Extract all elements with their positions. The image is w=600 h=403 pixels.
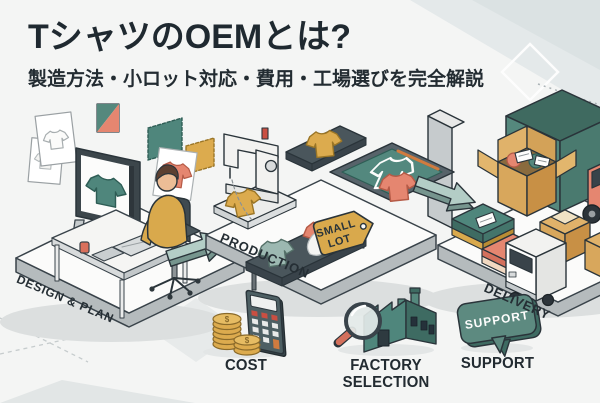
open-box-icon	[477, 125, 577, 217]
magnifier-icon	[333, 302, 382, 348]
page-subtitle: 製造方法・小ロット対応・費用・工場選びを完全解説	[28, 69, 485, 91]
feature-label-factory-selection: FACTORY SELECTION	[342, 357, 430, 392]
fabric-swatches-icon	[147, 117, 215, 202]
shadow	[0, 302, 224, 342]
coins-icon: $ $	[212, 312, 261, 356]
designer-person-icon	[140, 164, 188, 249]
delivery-scene	[437, 89, 600, 317]
van-icon	[505, 228, 567, 307]
shadow	[338, 344, 434, 356]
feature-label-cost: COST	[224, 357, 268, 374]
svg-text:$: $	[225, 315, 230, 324]
header: TシャツのOEMとは? 製造方法・小ロット対応・費用・工場選びを完全解説	[28, 18, 484, 91]
feature-label-support: SUPPORT	[460, 355, 535, 372]
coins-calculator-icon: $ $	[212, 289, 287, 357]
support-bubble-icon: SUPPORT	[456, 293, 542, 357]
page-title: TシャツのOEMとは?	[28, 18, 351, 56]
sewing-machine-icon	[213, 127, 297, 230]
small-lot-tag: SMALL LOT	[306, 210, 374, 256]
sketch-sheets-icon	[27, 103, 120, 185]
conveyor-icon	[285, 125, 367, 172]
production-scene: SMALL LOT	[205, 109, 465, 305]
factory-magnifier-icon	[333, 287, 437, 353]
svg-text:$: $	[245, 336, 250, 345]
design-plan-scene	[15, 103, 245, 328]
